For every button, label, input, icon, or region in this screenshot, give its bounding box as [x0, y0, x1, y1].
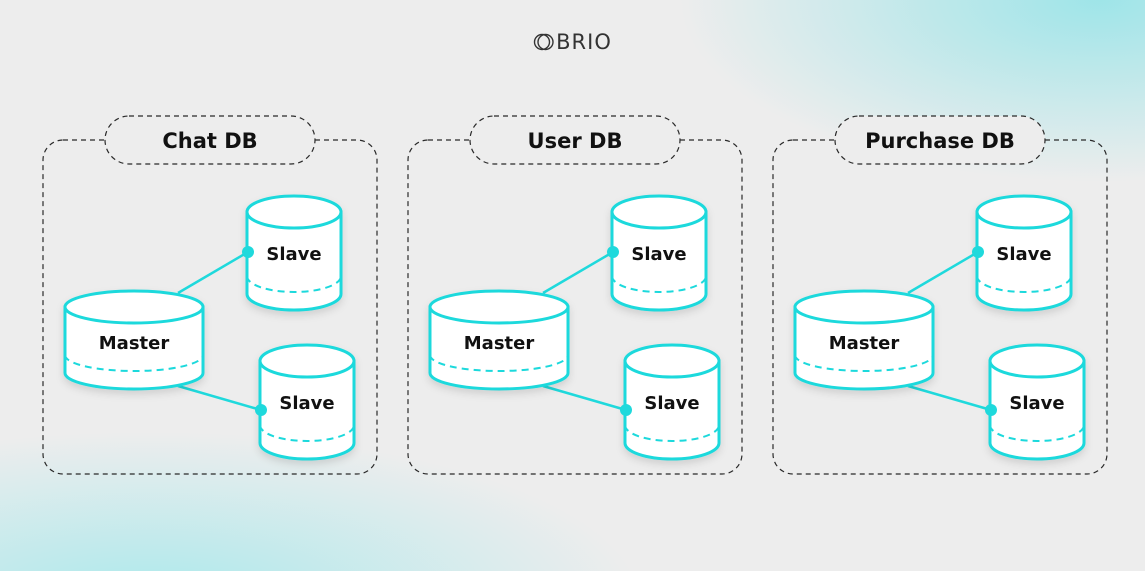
master-node-top	[428, 289, 570, 325]
master-node-label: Master	[464, 333, 535, 354]
master-node-inner-dash	[429, 354, 569, 372]
slave-node-body	[245, 210, 343, 312]
connector-dot	[620, 404, 632, 416]
master-node-label: Master	[99, 333, 170, 354]
slave-node-label: Slave	[279, 393, 334, 414]
slave-node-inner-dash	[246, 275, 342, 293]
master-node-label: Master	[829, 333, 900, 354]
master-node	[428, 289, 570, 391]
slave-node-top	[988, 343, 1086, 379]
slave-node-top	[623, 343, 721, 379]
slave-node-top	[245, 194, 343, 230]
master-node-top	[793, 289, 935, 325]
slave-node-inner-dash	[259, 424, 355, 442]
slave-node-body	[623, 359, 721, 461]
slave-node-inner-dash	[989, 424, 1085, 442]
slave-node-body	[975, 210, 1073, 312]
slave-node	[610, 194, 708, 312]
connector-dot	[972, 246, 984, 258]
slave-node-top	[610, 194, 708, 230]
connector-dot	[985, 404, 997, 416]
slave-node	[623, 343, 721, 461]
brand-logo: BRIO	[0, 30, 1145, 54]
group-title-pill	[104, 115, 316, 165]
slave-node	[988, 343, 1086, 461]
connector-line	[907, 384, 992, 412]
master-node	[63, 289, 205, 391]
group-title-pill	[469, 115, 681, 165]
master-node-top	[63, 289, 205, 325]
slave-node-inner-dash	[624, 424, 720, 442]
master-node-inner-dash	[794, 354, 934, 372]
double-circle-logo-icon	[533, 33, 554, 51]
slave-node	[245, 194, 343, 312]
connector-line	[542, 384, 627, 412]
slave-node-label: Slave	[266, 244, 321, 265]
connector-dot	[607, 246, 619, 258]
slave-node-top	[975, 194, 1073, 230]
slave-node-label: Slave	[1009, 393, 1064, 414]
slave-node	[258, 343, 356, 461]
connector-line	[542, 250, 614, 295]
slave-node-top	[258, 343, 356, 379]
connector-line	[177, 250, 249, 295]
slave-node-body	[258, 359, 356, 461]
slave-node	[975, 194, 1073, 312]
connector-dot	[255, 404, 267, 416]
slave-node-label: Slave	[631, 244, 686, 265]
group-title: Chat DB	[162, 129, 257, 153]
group-title: Purchase DB	[865, 129, 1015, 153]
group-title: User DB	[528, 129, 623, 153]
slave-node-body	[988, 359, 1086, 461]
slave-node-inner-dash	[611, 275, 707, 293]
slave-node-inner-dash	[976, 275, 1072, 293]
group-title-pill	[834, 115, 1046, 165]
logo-text: BRIO	[556, 30, 612, 54]
slave-node-body	[610, 210, 708, 312]
master-node-inner-dash	[64, 354, 204, 372]
connector-line	[177, 384, 262, 412]
master-node	[793, 289, 935, 391]
connector-line	[907, 250, 979, 295]
slave-node-label: Slave	[644, 393, 699, 414]
connector-dot	[242, 246, 254, 258]
slave-node-label: Slave	[996, 244, 1051, 265]
